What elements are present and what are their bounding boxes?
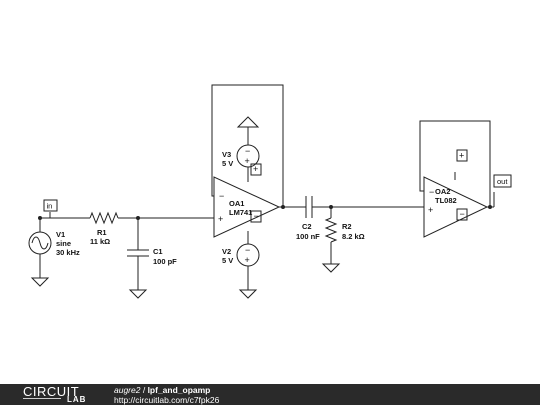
schematic-canvas: in V1 sine 30 kHz R1 11 kΩ C1 100 pF − +… [28, 84, 512, 299]
capacitor-c2[interactable]: C2 100 nF [296, 196, 320, 241]
svg-text:−: − [254, 211, 259, 221]
svg-text:−: − [245, 146, 250, 156]
schematic-title[interactable]: lpf_and_opamp [147, 385, 211, 395]
resistor-r2[interactable]: R2 8.2 kΩ [324, 217, 365, 243]
rail-up-arrow-icon [236, 116, 260, 128]
dc-source-v3[interactable]: − + V3 5 V [222, 144, 260, 168]
net-tag-in-label: in [47, 202, 53, 211]
ground-r2 [321, 263, 341, 273]
v2-value: 5 V [222, 256, 233, 265]
c1-value: 100 pF [153, 257, 177, 266]
opamp-oa2[interactable]: − + OA2 TL082 + − [423, 149, 489, 238]
net-tag-in[interactable]: in [40, 199, 58, 219]
oa1-plus-sign: + [218, 214, 223, 224]
circuitlab-logo[interactable]: CIRCUIT LAB [14, 384, 104, 405]
c2-name: C2 [302, 222, 312, 231]
caption-separator: / [140, 385, 148, 395]
capacitor-c1[interactable]: C1 100 pF [127, 247, 177, 266]
v1-sine-source[interactable]: V1 sine 30 kHz [28, 230, 80, 257]
r2-value: 8.2 kΩ [342, 232, 365, 241]
svg-text:−: − [245, 245, 250, 255]
sine-wave-icon [31, 236, 49, 250]
r1-value: 11 kΩ [90, 237, 110, 246]
oa1-model: LM741 [229, 208, 252, 217]
author-link[interactable]: augre2 [114, 385, 141, 395]
schematic-url[interactable]: http://circuitlab.com/c7fpk26 [114, 395, 220, 405]
svg-text:−: − [460, 209, 465, 219]
v2-name: V2 [222, 247, 231, 256]
oa1-minus-sign: − [219, 191, 224, 201]
oa2-minus-sign: − [429, 187, 434, 197]
schematic-caption: augre2 / lpf_and_opamp http://circuitlab… [114, 385, 219, 405]
svg-text:+: + [459, 151, 464, 161]
oa2-plus-sign: + [428, 205, 433, 215]
v3-value: 5 V [222, 159, 233, 168]
logo-wave-icon [23, 398, 61, 403]
oa2-name: OA2 [435, 187, 450, 196]
net-tag-out-label: out [497, 177, 508, 186]
c1-name: C1 [153, 247, 163, 256]
footer-bar: CIRCUIT LAB augre2 / lpf_and_opamp http:… [0, 384, 540, 405]
svg-text:+: + [253, 164, 258, 174]
logo-text-bottom: LAB [67, 395, 87, 404]
oa1-vminus-pin [250, 210, 262, 223]
logo-text-top: CIRCUIT [23, 384, 80, 399]
v1-type: sine [56, 239, 71, 248]
oa2-model: TL082 [435, 196, 457, 205]
v1-freq: 30 kHz [56, 248, 80, 257]
opamp-oa1[interactable]: − + OA1 LM741 + − [213, 163, 281, 238]
v1-name: V1 [56, 230, 65, 239]
net-tag-out[interactable]: out [493, 174, 512, 188]
oa1-name: OA1 [229, 199, 244, 208]
ground-v1 [30, 277, 50, 287]
c2-value: 100 nF [296, 232, 320, 241]
r1-name: R1 [97, 228, 107, 237]
oa2-vminus-pin [456, 208, 468, 221]
resistor-r1[interactable]: R1 11 kΩ [89, 211, 119, 246]
ground-v2 [238, 289, 258, 299]
svg-text:+: + [245, 156, 250, 166]
v3-name: V3 [222, 150, 231, 159]
ground-c1 [128, 289, 148, 299]
oa2-vplus-pin [456, 149, 468, 162]
r2-name: R2 [342, 222, 352, 231]
dc-source-v2[interactable]: − + V2 5 V [222, 243, 260, 267]
wires [39, 84, 495, 290]
svg-text:+: + [245, 255, 250, 265]
